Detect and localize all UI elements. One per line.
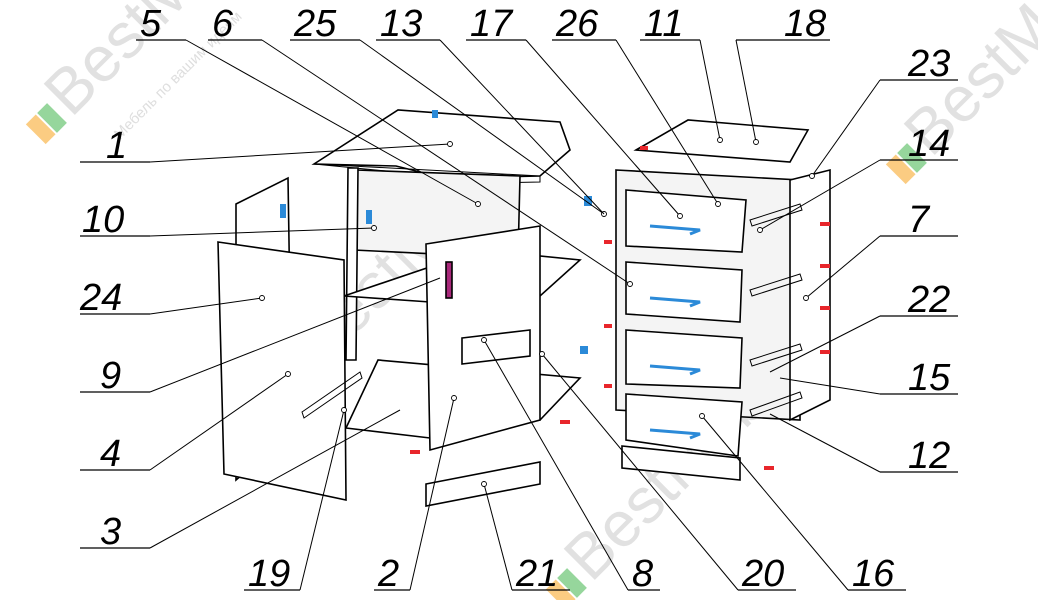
callout-label: 21 bbox=[515, 553, 558, 595]
callout-label: 25 bbox=[293, 3, 337, 45]
part-8-divider bbox=[461, 329, 531, 365]
callout-2: 2 bbox=[374, 395, 457, 595]
callout-24: 24 bbox=[79, 277, 265, 319]
callout-7: 7 bbox=[803, 199, 958, 301]
part-drawer-front bbox=[625, 393, 743, 457]
part-drawer-front bbox=[625, 261, 743, 323]
fitting-clip bbox=[580, 346, 588, 354]
callout-17: 17 bbox=[466, 3, 683, 219]
part-drawer-front bbox=[625, 329, 743, 389]
callout-label: 13 bbox=[380, 3, 422, 45]
callout-3: 3 bbox=[80, 409, 401, 553]
callout-23: 23 bbox=[809, 43, 958, 179]
door-handle bbox=[445, 261, 453, 299]
callout-16: 16 bbox=[699, 413, 906, 595]
fitting-clip bbox=[366, 210, 372, 224]
part-drawer-front bbox=[625, 189, 747, 253]
callout-19: 19 bbox=[244, 407, 347, 595]
callout-label: 12 bbox=[908, 435, 950, 477]
watermark-text: BestMebel bbox=[30, 0, 295, 129]
callouts: 5 6 25 13 17 26 bbox=[79, 3, 958, 595]
watermark-logo: BestMebel bbox=[885, 0, 1038, 185]
callout-label: 11 bbox=[644, 3, 683, 45]
callout-label: 20 bbox=[741, 553, 784, 595]
callout-1: 1 bbox=[80, 125, 453, 167]
callout-label: 26 bbox=[555, 3, 599, 45]
callout-label: 7 bbox=[908, 199, 931, 241]
callout-4: 4 bbox=[80, 371, 291, 475]
callout-label: 18 bbox=[784, 3, 826, 45]
part-10-side-plank bbox=[345, 167, 359, 361]
callout-6: 6 bbox=[208, 3, 633, 287]
callout-label: 9 bbox=[100, 355, 121, 397]
callout-label: 15 bbox=[908, 357, 951, 399]
callout-label: 8 bbox=[632, 553, 653, 595]
callout-5: 5 bbox=[136, 3, 481, 207]
callout-label: 6 bbox=[212, 3, 234, 45]
callout-12: 12 bbox=[769, 413, 958, 477]
callout-label: 16 bbox=[852, 553, 895, 595]
callout-label: 2 bbox=[377, 553, 399, 595]
fitting-clip bbox=[280, 204, 286, 218]
callout-8: 8 bbox=[481, 337, 660, 595]
callout-9: 9 bbox=[80, 277, 441, 397]
callout-label: 23 bbox=[907, 43, 950, 85]
callout-18: 18 bbox=[735, 3, 830, 145]
callout-11: 11 bbox=[640, 3, 723, 143]
callout-label: 5 bbox=[140, 3, 162, 45]
callout-label: 4 bbox=[100, 433, 121, 475]
callout-15: 15 bbox=[779, 357, 958, 399]
callout-10: 10 bbox=[80, 199, 377, 241]
callout-21: 21 bbox=[481, 481, 570, 595]
callout-label: 1 bbox=[106, 125, 127, 167]
callout-22: 22 bbox=[769, 279, 958, 373]
callout-14: 14 bbox=[757, 123, 958, 233]
callout-label: 10 bbox=[82, 199, 124, 241]
callout-26: 26 bbox=[552, 3, 721, 207]
callout-13: 13 bbox=[376, 3, 605, 215]
callout-20: 20 bbox=[539, 351, 796, 595]
callout-label: 22 bbox=[907, 279, 950, 321]
callout-25: 25 bbox=[290, 3, 607, 217]
callout-label: 19 bbox=[248, 553, 290, 595]
callout-label: 3 bbox=[100, 511, 121, 553]
fitting-clip bbox=[432, 110, 438, 118]
callout-label: 17 bbox=[470, 3, 514, 45]
fitting-clip bbox=[584, 196, 592, 206]
callout-label: 14 bbox=[908, 123, 950, 165]
part-20-plinth bbox=[621, 445, 741, 481]
callout-label: 24 bbox=[79, 277, 122, 319]
